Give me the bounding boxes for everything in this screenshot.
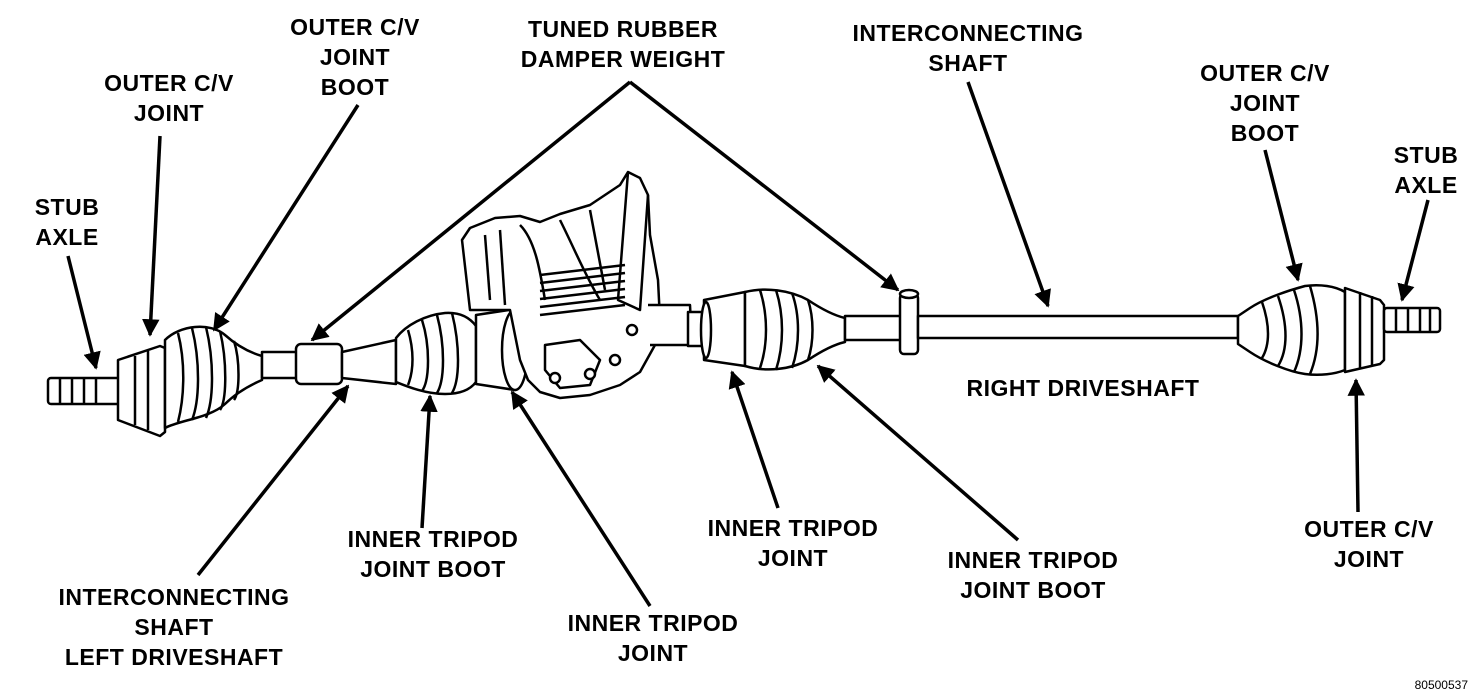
leader-outer-cv-joint-left [142,135,162,337]
label-outer-cv-joint-right: OUTER C/V JOINT [1304,516,1434,572]
leader-outer-cv-boot-left [212,104,360,332]
leader-inner-tripod-boot-left [420,394,438,529]
leader-interconnecting-shaft-top [966,81,1051,308]
label-interconnecting-shaft-top: INTERCONNECTING SHAFT [852,20,1084,76]
leader-damper-left [310,80,632,342]
drivetrain-illustration [46,170,1442,438]
label-inner-tripod-boot-right: INNER TRIPOD JOINT BOOT [947,547,1119,603]
figure-code: 80500537 [1414,678,1468,692]
label-right-driveshaft: RIGHT DRIVESHAFT [966,375,1200,401]
label-outer-cv-boot-left: OUTER C/V JOINT BOOT [290,14,420,100]
label-left-driveshaft: INTERCONNECTING SHAFT LEFT DRIVESHAFT [58,584,290,670]
right-outer-cv-joint [1343,286,1386,374]
leader-inner-tripod-joint-left [510,390,652,607]
leader-outer-cv-joint-right [1347,378,1365,513]
leader-inner-tripod-boot-right [816,364,1020,542]
right-inner-tripod-boot [743,288,847,371]
leader-damper-right [628,80,900,292]
leader-stub-axle-left [66,255,101,370]
label-inner-tripod-boot-left: INNER TRIPOD JOINT BOOT [347,526,519,582]
right-outer-cv-boot [1236,284,1347,377]
transaxle [460,170,694,400]
label-damper-weight: TUNED RUBBER DAMPER WEIGHT [520,16,726,72]
left-stub-axle [46,376,128,406]
label-outer-cv-joint-left: OUTER C/V JOINT [104,70,234,126]
leader-stub-axle-right [1397,199,1430,302]
label-stub-axle-left: STUB AXLE [34,194,100,250]
leader-outer-cv-boot-right [1263,149,1303,282]
left-outer-cv-boot [163,325,264,430]
left-interconnecting-shaft [260,338,398,386]
label-stub-axle-right: STUB AXLE [1393,142,1459,198]
right-interconnecting-shaft [843,288,1240,356]
left-outer-cv-joint [116,344,167,438]
left-inner-tripod-boot [394,311,478,396]
label-inner-tripod-joint-right: INNER TRIPOD JOINT [707,515,879,571]
right-inner-tripod-housing [686,290,747,368]
leader-lines [66,80,1430,607]
right-stub-axle [1382,306,1442,334]
leader-left-driveshaft [196,384,350,577]
leader-inner-tripod-joint-right [728,370,780,509]
label-outer-cv-boot-right: OUTER C/V JOINT BOOT [1200,60,1330,146]
label-inner-tripod-joint-left: INNER TRIPOD JOINT [567,610,739,666]
